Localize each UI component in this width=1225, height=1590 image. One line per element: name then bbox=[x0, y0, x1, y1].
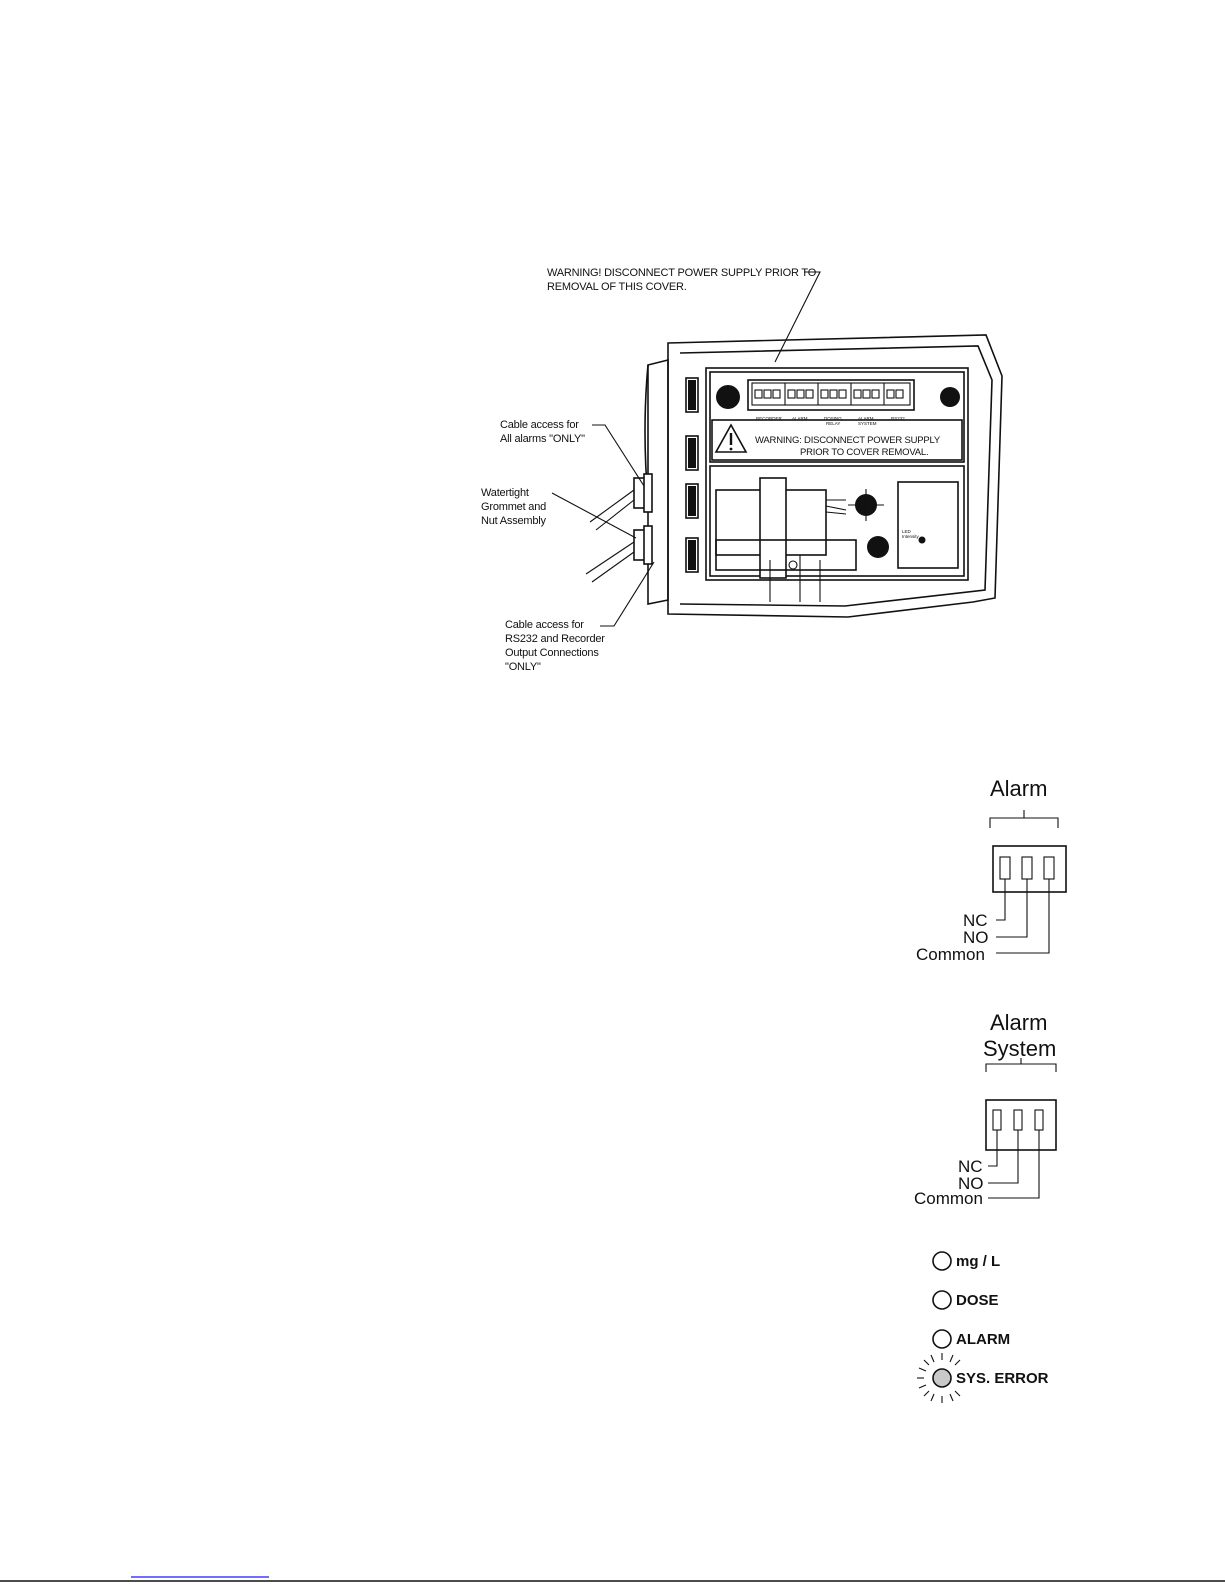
alarm-system-pin-common: Common bbox=[914, 1189, 983, 1208]
alarm-system-terminal-block bbox=[985, 1099, 1057, 1151]
terminal-label-rs232: RS232 bbox=[891, 416, 905, 421]
housing-outline bbox=[667, 334, 1003, 618]
hinge-block bbox=[647, 358, 669, 605]
dose-label: DOSE bbox=[956, 1292, 999, 1309]
led-intensity-pot-icon bbox=[918, 536, 926, 544]
alarm-terminal-block bbox=[992, 845, 1067, 893]
inner-warning-line-1: WARNING: DISCONNECT POWER SUPPLY bbox=[755, 435, 941, 446]
alarm-title: Alarm bbox=[990, 776, 1047, 801]
alarm-bracket bbox=[989, 817, 1059, 828]
screw-icon bbox=[716, 385, 740, 409]
status-indicators: mg / L DOSE ALARM SYS. ERRO bbox=[917, 1251, 1049, 1403]
upper-compartment bbox=[709, 371, 965, 463]
callout-grommet-leader bbox=[551, 492, 637, 539]
lower-compartment bbox=[709, 465, 965, 577]
terminal-label-recorder: RECORDER bbox=[756, 416, 783, 421]
sys-error-flashing-icon bbox=[917, 1353, 961, 1403]
dose-indicator-icon bbox=[932, 1290, 952, 1310]
top-warning-leader bbox=[774, 271, 821, 363]
callout-alarms-line-2: All alarms "ONLY" bbox=[500, 433, 585, 445]
alarm-pin-no: NO bbox=[963, 928, 989, 947]
alarm-system-title-line-1: Alarm bbox=[990, 1010, 1047, 1035]
callout-grommet-line-2: Grommet and bbox=[481, 501, 546, 513]
cable-lower bbox=[585, 541, 635, 583]
callout-grommet-line-3: Nut Assembly bbox=[481, 515, 547, 527]
inner-warning-panel bbox=[711, 419, 963, 461]
warning-triangle-icon bbox=[714, 423, 748, 453]
terminal-strip: RECORDER ALARM DOSING RELAY ALARM SYSTEM… bbox=[747, 379, 915, 426]
alarm-system-terminal-diagram: Alarm System NC NO Common bbox=[914, 1010, 1057, 1208]
cable-gland-upper bbox=[633, 473, 653, 513]
inner-panel bbox=[705, 367, 969, 581]
alarm-terminal-diagram: Alarm NC NO Common bbox=[916, 776, 1067, 964]
led-intensity-panel bbox=[897, 481, 959, 569]
led-label: LED bbox=[902, 529, 912, 534]
housing-inner-rim bbox=[679, 345, 993, 607]
callout-rs232-leader bbox=[600, 561, 655, 627]
terminal-label-alarm-system: ALARM bbox=[858, 416, 874, 421]
alarm-system-pin-no: NO bbox=[958, 1174, 984, 1193]
alarm-indicator-icon bbox=[932, 1329, 952, 1349]
terminal-label-dosing: DOSING bbox=[824, 416, 842, 421]
callout-rs232-line-4: "ONLY" bbox=[505, 661, 541, 673]
alarm-system-title-line-2: System bbox=[983, 1036, 1056, 1061]
alarm-pin-nc: NC bbox=[963, 911, 988, 930]
hinge-tabs bbox=[685, 377, 699, 573]
screw-icon bbox=[867, 536, 889, 558]
mg-l-label: mg / L bbox=[956, 1253, 1000, 1270]
top-warning-line-2: REMOVAL OF THIS COVER. bbox=[547, 281, 687, 293]
inner-warning-line-2: PRIOR TO COVER REMOVAL. bbox=[800, 447, 928, 458]
sys-error-label: SYS. ERROR bbox=[956, 1370, 1049, 1387]
alarm-label: ALARM bbox=[956, 1331, 1010, 1348]
alarm-system-pin-nc: NC bbox=[958, 1157, 983, 1176]
top-warning-line-1: WARNING! DISCONNECT POWER SUPPLY PRIOR T… bbox=[547, 267, 817, 279]
callout-alarms-leader bbox=[592, 424, 645, 487]
callout-rs232-line-1: Cable access for bbox=[505, 619, 584, 631]
callout-grommet-line-1: Watertight bbox=[481, 487, 529, 499]
terminal-label-alarm: ALARM bbox=[792, 416, 808, 421]
led-intensity-label: Intensity bbox=[902, 534, 920, 539]
screw-icon bbox=[940, 387, 960, 407]
alarm-system-bracket bbox=[985, 1063, 1057, 1072]
cable-gland-lower bbox=[633, 525, 653, 565]
sensor-assembly bbox=[715, 477, 857, 602]
mg-l-indicator-icon bbox=[932, 1251, 952, 1271]
terminal-label-system: SYSTEM bbox=[858, 421, 877, 426]
terminal-label-relay: RELAY bbox=[826, 421, 840, 426]
callout-rs232-line-3: Output Connections bbox=[505, 647, 599, 659]
alarm-pin-common: Common bbox=[916, 945, 985, 964]
enclosure-diagram: WARNING! DISCONNECT POWER SUPPLY PRIOR T… bbox=[481, 267, 1003, 673]
callout-alarms-line-1: Cable access for bbox=[500, 419, 579, 431]
cable-upper bbox=[589, 489, 635, 531]
callout-rs232-line-2: RS232 and Recorder bbox=[505, 633, 605, 645]
